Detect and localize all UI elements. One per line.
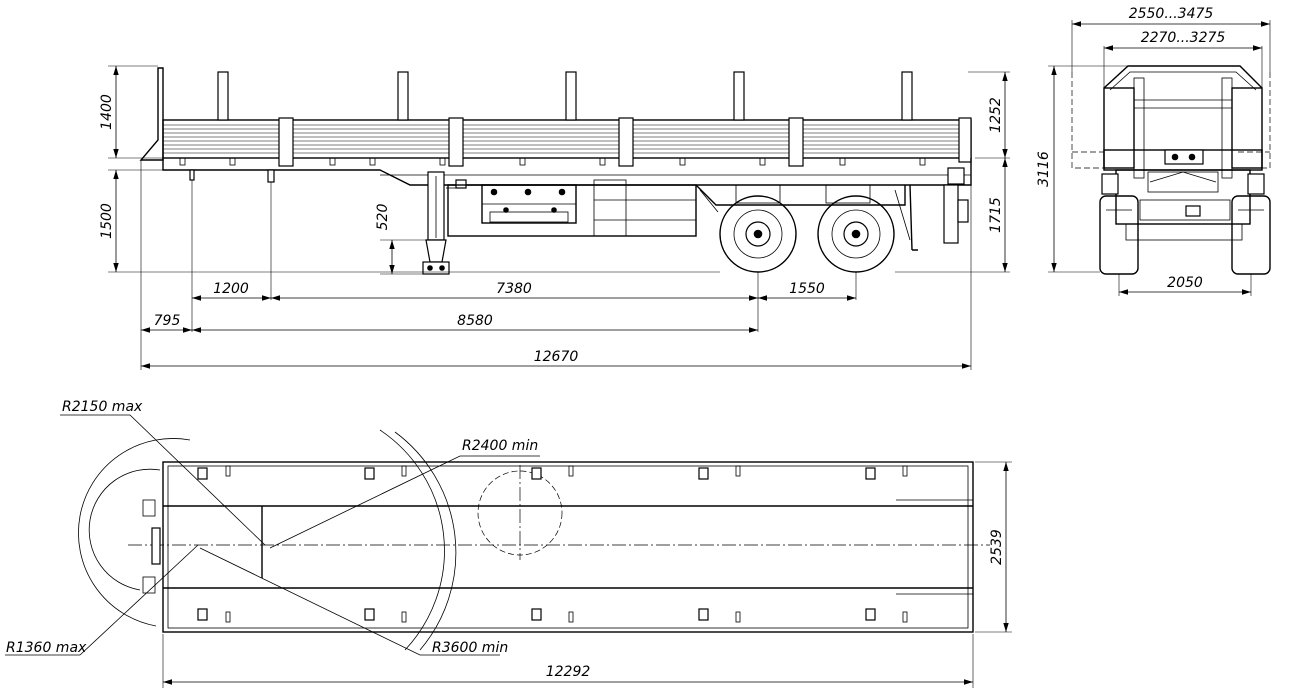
- label-r1360-max: R1360 max: [6, 640, 87, 656]
- rear-axle-wheels: [719, 195, 895, 273]
- toolbox: [447, 179, 697, 237]
- side-view: 1400 1500 520 1252 1715 1200 7380 1550 7…: [99, 65, 1010, 370]
- dim-platform-width-2539: 2539: [989, 529, 1005, 565]
- top-view: R2150 max R2400 min R1360 max R3600 min …: [5, 399, 1012, 688]
- stakes: [217, 71, 913, 121]
- dim-width-inner: 2270...3275: [1141, 30, 1226, 46]
- dim-8580: 8580: [457, 313, 493, 329]
- dim-1200: 1200: [213, 281, 249, 297]
- stake-pockets: [278, 117, 972, 167]
- label-r2400-min: R2400 min: [462, 438, 538, 454]
- dim-7380: 7380: [496, 281, 532, 297]
- dim-platform-length-12292: 12292: [546, 664, 591, 680]
- dim-overall-length-12670: 12670: [534, 349, 579, 365]
- dim-795: 795: [154, 313, 181, 329]
- dim-width-outer: 2550...3475: [1129, 6, 1214, 22]
- top-stake-pockets: [197, 467, 876, 621]
- dim-height-1252: 1252: [988, 97, 1004, 133]
- dim-leg-520: 520: [375, 204, 391, 231]
- dim-track-2050: 2050: [1167, 275, 1203, 291]
- label-r2150-max: R2150 max: [62, 399, 143, 415]
- label-r3600-min: R3600 min: [432, 640, 508, 656]
- dim-overall-height-3116: 3116: [1036, 151, 1052, 187]
- rear-view: 2550...3475 2270...3275 2050 3116: [1036, 6, 1271, 296]
- dim-height-1715: 1715: [988, 197, 1004, 233]
- dim-height-1400: 1400: [99, 94, 115, 130]
- dim-1550: 1550: [789, 281, 825, 297]
- landing-gear: [422, 171, 467, 275]
- rear-bumper: [943, 167, 969, 244]
- dim-height-1500: 1500: [99, 203, 115, 239]
